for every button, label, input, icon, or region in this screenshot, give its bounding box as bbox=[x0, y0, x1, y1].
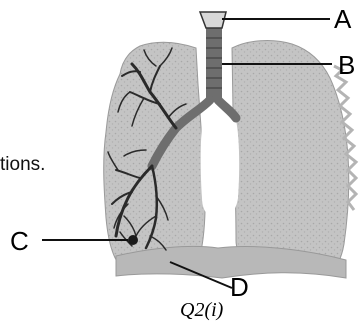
label-c: C bbox=[10, 228, 29, 254]
alveoli-cluster bbox=[128, 235, 138, 245]
trachea bbox=[206, 28, 222, 100]
cropped-page-text: tions. bbox=[0, 154, 45, 176]
label-b: B bbox=[338, 52, 355, 78]
figure-caption: Q2(i) bbox=[180, 300, 223, 320]
label-d: D bbox=[230, 274, 249, 300]
right-lung bbox=[232, 41, 349, 268]
label-a: A bbox=[334, 6, 351, 32]
